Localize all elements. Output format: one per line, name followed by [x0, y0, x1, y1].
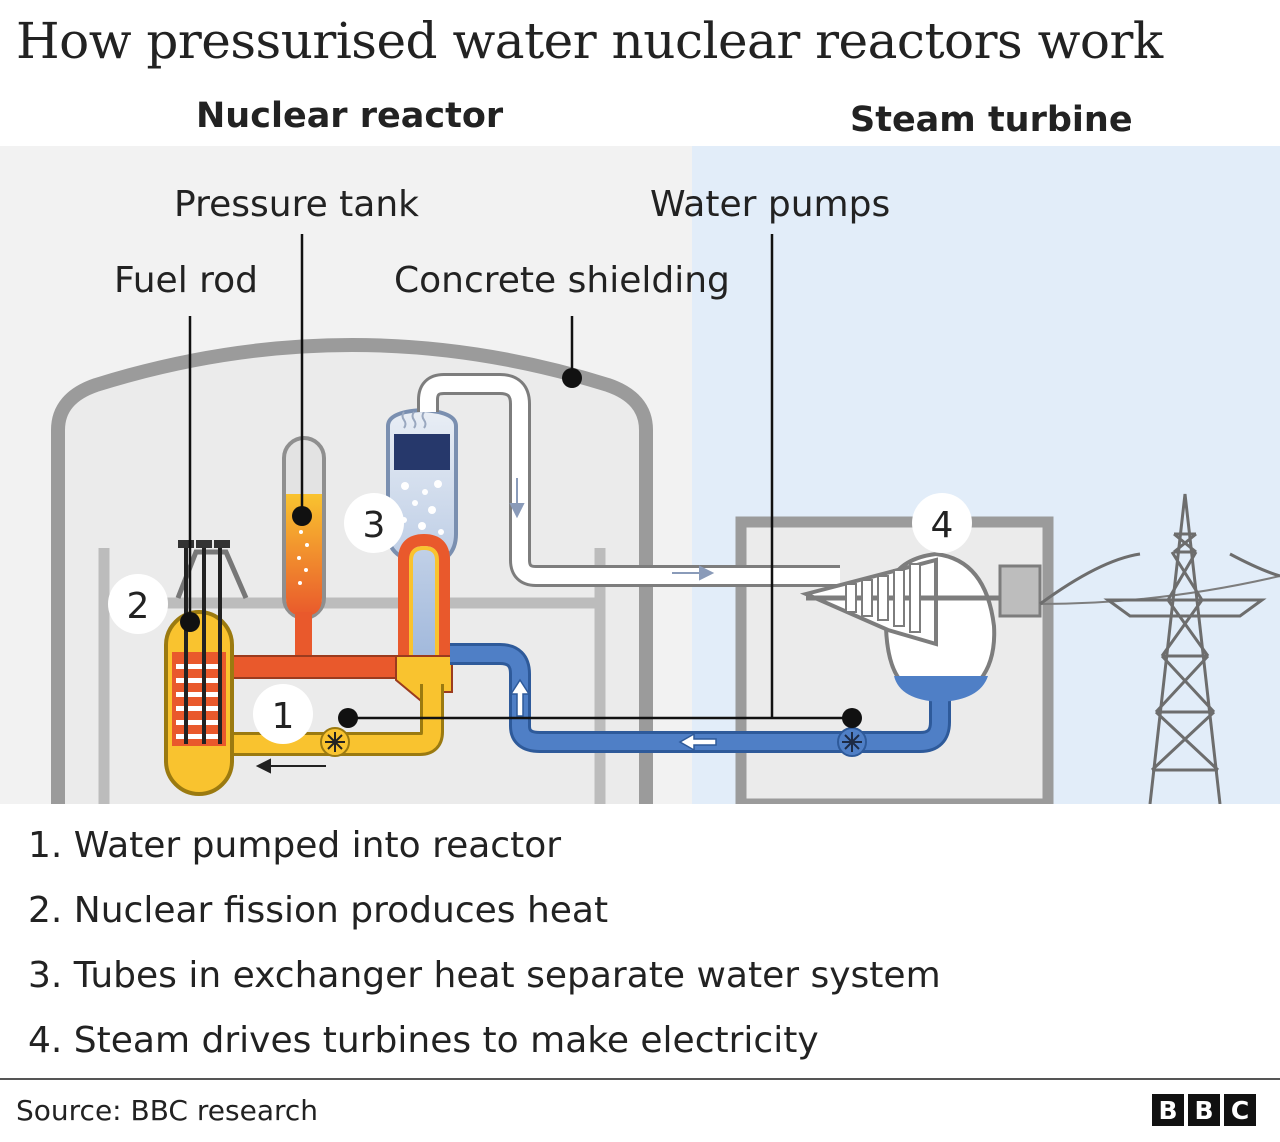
- cold-water-pipe: [450, 646, 948, 750]
- svg-text:4: 4: [931, 505, 954, 546]
- steam-pipe: [420, 376, 840, 584]
- svg-text:1: 1: [272, 696, 295, 737]
- callout-dots: [180, 368, 862, 728]
- warm-water-pipe: [232, 684, 441, 753]
- hot-water-pipe: [231, 655, 408, 679]
- page-title: How pressurised water nuclear reactors w…: [16, 12, 1163, 70]
- step-item: 2. Nuclear fission produces heat: [28, 890, 609, 931]
- pressure-tank-bubbles: [297, 530, 309, 585]
- step-item: 1. Water pumped into reactor: [28, 825, 562, 866]
- turbine-blades: [845, 563, 921, 633]
- section-label-reactor: Nuclear reactor: [196, 96, 504, 136]
- steam-wavy-lines: [401, 411, 427, 429]
- bbc-logo-letter: B: [1188, 1094, 1220, 1126]
- electricity-pylon: [1039, 493, 1280, 804]
- condenser-water: [894, 676, 988, 702]
- marker-1: 1: [253, 684, 313, 744]
- reactor-diagram: Pressure tank Water pumps Fuel rod Concr…: [0, 146, 1280, 804]
- cold-flow-arrows: [509, 678, 717, 752]
- step-item: 3. Tubes in exchanger heat separate wate…: [28, 955, 941, 996]
- bbc-logo-letter: B: [1152, 1094, 1184, 1126]
- exchanger-u-tube: [398, 533, 450, 666]
- source-note: Source: BBC research: [16, 1094, 319, 1127]
- flow-arrow-left: [255, 758, 326, 774]
- exchanger-steam-panel: [394, 434, 450, 470]
- callout-lines: [188, 234, 852, 720]
- label-fuel-rod: Fuel rod: [114, 260, 258, 301]
- marker-4: 4: [912, 493, 972, 553]
- core-stripes: [176, 664, 222, 739]
- steps-list: 1. Water pumped into reactor 2. Nuclear …: [28, 820, 941, 1080]
- pressure-tank-water: [286, 494, 322, 616]
- section-label-turbine: Steam turbine: [850, 100, 1133, 140]
- svg-text:3: 3: [363, 505, 386, 546]
- label-concrete-shielding: Concrete shielding: [394, 260, 730, 301]
- generator: [998, 564, 1042, 618]
- step-item: 4. Steam drives turbines to make electri…: [28, 1020, 819, 1061]
- label-water-pumps: Water pumps: [650, 184, 890, 225]
- label-pressure-tank: Pressure tank: [174, 184, 419, 225]
- bbc-logo-letter: C: [1224, 1094, 1256, 1126]
- fuel-rods: [184, 548, 222, 744]
- svg-text:2: 2: [127, 586, 150, 627]
- pressure-tank-pipe: [295, 612, 312, 668]
- power-line: [1039, 575, 1280, 605]
- marker-3: 3: [344, 493, 404, 553]
- steam-flow-arrows: [509, 478, 715, 581]
- footer-divider: [0, 1078, 1280, 1080]
- marker-2: 2: [108, 574, 168, 634]
- control-rod-heads: [178, 540, 230, 548]
- bbc-logo: B B C: [1152, 1094, 1256, 1126]
